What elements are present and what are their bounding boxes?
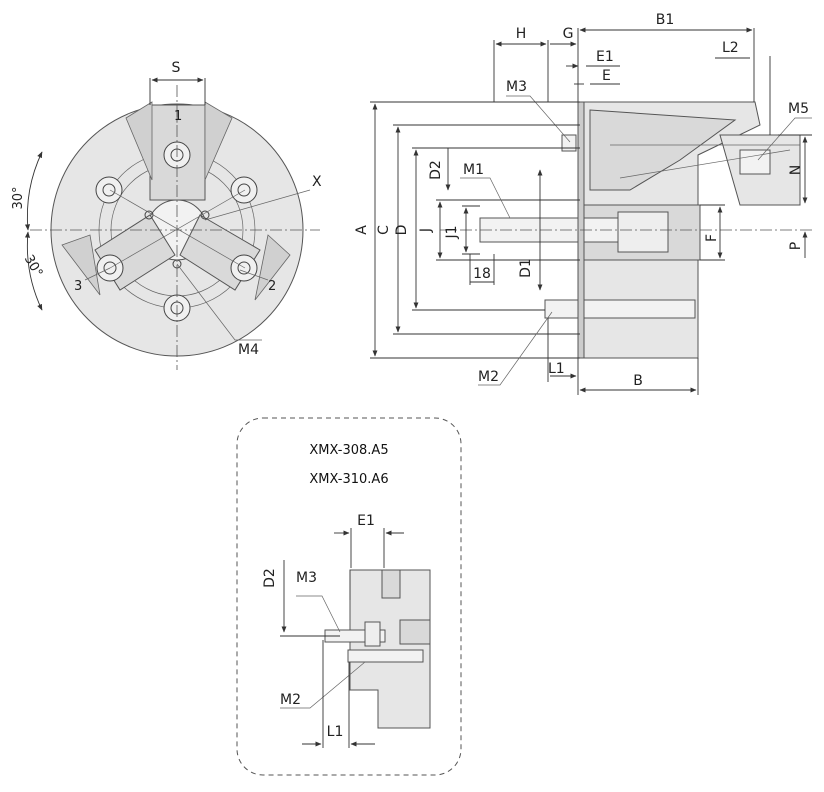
detail-body xyxy=(349,569,431,729)
jaw-section xyxy=(589,109,737,191)
pocket xyxy=(254,234,291,301)
detail-m3-label: M3 xyxy=(296,570,317,586)
m3-label: M3 xyxy=(506,79,527,95)
detail-d2-label: D2 xyxy=(262,568,278,588)
dim-d-label: D xyxy=(394,225,410,236)
angle-upper-label: 30° xyxy=(11,186,26,209)
detail-e1-label: E1 xyxy=(357,513,375,529)
pocket xyxy=(204,101,233,181)
dim-a-label: A xyxy=(354,225,370,235)
x-label: X xyxy=(312,174,322,190)
section-view: H G B1 E1 E L2 M3 M5 N P F xyxy=(354,12,815,395)
dim-j1-label: J1 xyxy=(444,225,460,239)
detail-m3-head xyxy=(364,621,381,647)
dim-l2-label: L2 xyxy=(722,40,739,56)
m4-label: M4 xyxy=(238,342,259,358)
jaw-3-label: 3 xyxy=(74,279,82,294)
dim-p-label: P xyxy=(788,242,804,250)
dim-b1-label: B1 xyxy=(656,12,675,28)
front-view: S 30° 30° 1 X 2 3 M4 xyxy=(11,60,322,370)
m1-label: M1 xyxy=(463,162,484,178)
dim-g-label: G xyxy=(563,26,574,42)
model-name: XMX-310.A6 xyxy=(309,472,388,487)
m2-label: M2 xyxy=(478,369,499,385)
detail-m2-label: M2 xyxy=(280,692,301,708)
dim-e1-label: E1 xyxy=(596,49,614,65)
dim-d1-label: D1 xyxy=(518,258,534,278)
dim-l1-label: L1 xyxy=(548,361,565,377)
detail-l1-label: L1 xyxy=(327,724,344,740)
nut xyxy=(617,211,669,253)
dim-18-label: 18 xyxy=(473,266,491,282)
dim-s-label: S xyxy=(172,60,181,76)
angle-lower-label: 30° xyxy=(21,253,46,280)
dim-h-label: H xyxy=(516,26,527,42)
dim-e-label: E xyxy=(602,68,611,84)
dim-f-label: F xyxy=(704,234,720,242)
detail-box: XMX-308.A5 XMX-310.A6 E1 D2 M3 M2 L1 xyxy=(236,417,462,776)
pocket xyxy=(125,101,153,181)
detail-jaw xyxy=(399,619,431,645)
dim-n-label: N xyxy=(788,165,804,175)
dim-b-label: B xyxy=(633,373,643,389)
dim-d2-label: D2 xyxy=(428,160,444,180)
detail-m2-bolt xyxy=(347,649,424,663)
m5-bolt xyxy=(739,149,771,175)
pocket xyxy=(61,234,101,296)
jaw-2-label: 2 xyxy=(268,279,276,294)
detail-slot xyxy=(381,569,401,599)
model-name: XMX-308.A5 xyxy=(309,443,388,458)
jaw-1-label: 1 xyxy=(174,109,182,124)
m3-bolt xyxy=(561,134,577,152)
dim-c-label: C xyxy=(376,225,392,235)
dim-j-label: J xyxy=(418,228,434,233)
m5-label: M5 xyxy=(788,101,809,117)
m2-bolt xyxy=(544,299,696,319)
detail-frame xyxy=(236,417,462,776)
